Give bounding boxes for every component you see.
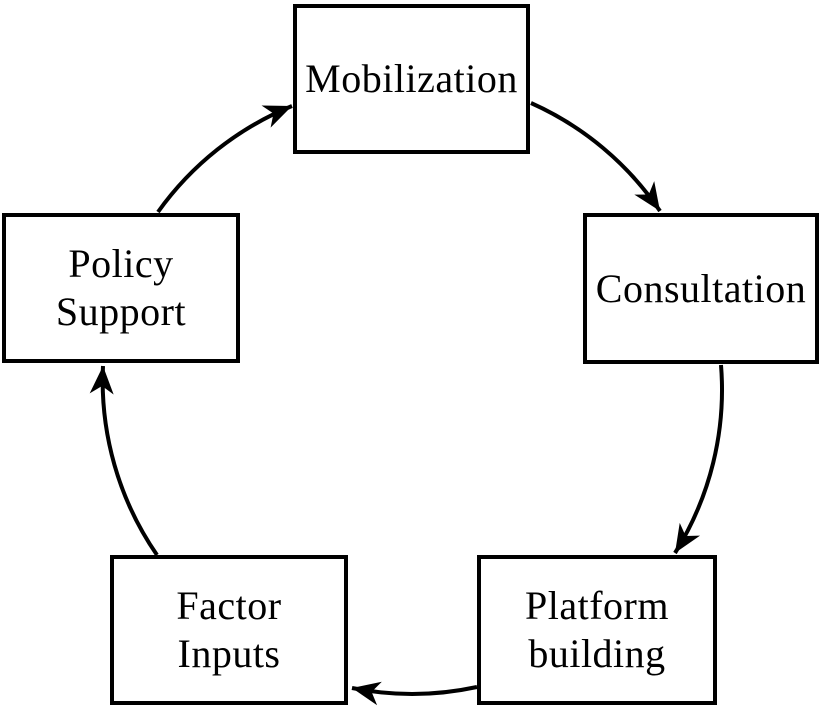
node-factor-inputs-label-line2: Inputs (177, 631, 281, 676)
arrow-platform-building-to-factor-inputs (351, 681, 478, 706)
node-factor-inputs: Factor Inputs (110, 555, 348, 705)
node-mobilization-label: Mobilization (305, 56, 518, 101)
node-factor-inputs-label-line1: Factor (176, 583, 282, 628)
arrow-consultation-to-platform-building (673, 364, 724, 555)
node-platform-building-label-line1: Platform (525, 583, 669, 628)
node-platform-building-label-line2: building (528, 631, 666, 676)
node-consultation: Consultation (583, 213, 819, 364)
node-policy-support: Policy Support (2, 213, 240, 363)
node-policy-support-label-line1: Policy (68, 241, 174, 286)
node-policy-support-label-line2: Support (55, 289, 187, 334)
node-consultation-label: Consultation (595, 265, 807, 311)
arrow-mobilization-to-consultation (530, 101, 662, 213)
arrow-factor-inputs-to-policy-support (89, 365, 159, 557)
node-mobilization: Mobilization (293, 4, 530, 154)
node-platform-building: Platform building (477, 555, 717, 705)
arrow-policy-support-to-mobilization (156, 104, 293, 214)
